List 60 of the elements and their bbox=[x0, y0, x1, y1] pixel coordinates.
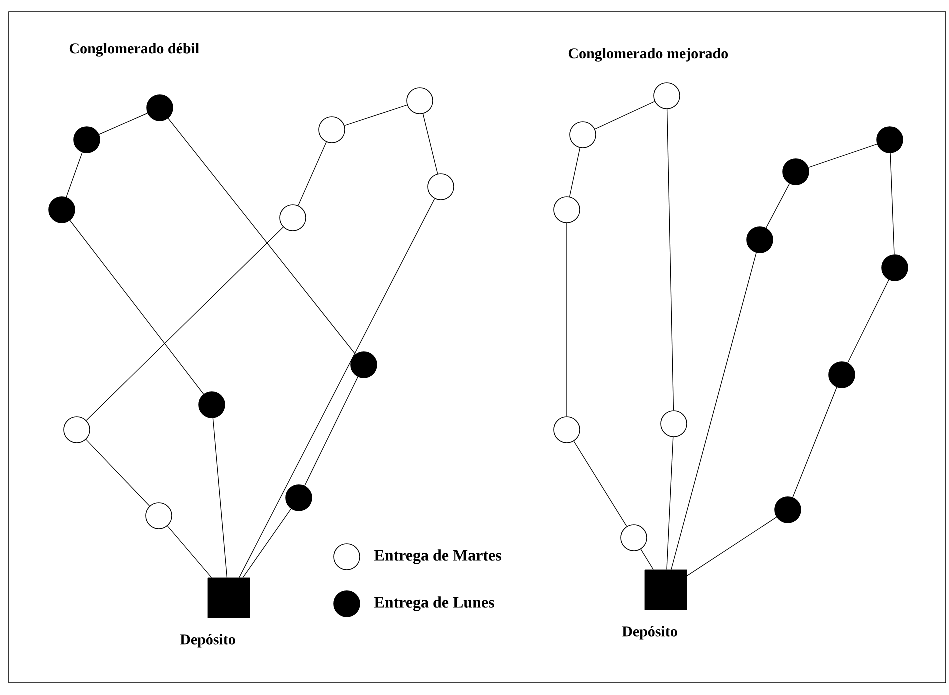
route-line bbox=[686, 517, 778, 576]
circle-marker bbox=[554, 196, 580, 224]
route-line bbox=[422, 114, 438, 174]
circle-marker bbox=[406, 88, 434, 114]
circle-marker bbox=[428, 174, 454, 200]
route-line bbox=[167, 526, 212, 578]
route-line bbox=[594, 101, 656, 130]
panel-title: Conglomerado mejorado bbox=[568, 48, 728, 62]
circle-marker bbox=[64, 416, 90, 444]
circle-marker bbox=[280, 204, 306, 232]
circle-marker bbox=[570, 122, 596, 148]
route-line bbox=[344, 104, 408, 126]
dot-marker bbox=[746, 226, 774, 254]
panel-title: Conglomerado débil bbox=[70, 43, 200, 57]
dot-marker bbox=[48, 196, 76, 224]
dot-marker bbox=[828, 362, 856, 388]
route-line bbox=[666, 437, 674, 570]
legend-label: Entrega de Lunes bbox=[374, 596, 494, 612]
route-line bbox=[239, 198, 436, 578]
dot-marker bbox=[286, 484, 312, 512]
dot-marker bbox=[782, 158, 810, 186]
route-line bbox=[808, 144, 878, 168]
route-line bbox=[66, 152, 83, 198]
route-line bbox=[242, 508, 292, 578]
circle-marker bbox=[660, 410, 688, 438]
route-line bbox=[671, 252, 757, 570]
dot-marker bbox=[882, 254, 908, 282]
route-line bbox=[212, 418, 228, 578]
depot-square bbox=[644, 570, 688, 610]
route-line bbox=[848, 280, 890, 364]
route-line bbox=[86, 227, 284, 421]
route-line bbox=[666, 109, 674, 411]
circle-marker bbox=[620, 524, 648, 552]
legend-label: Entrega de Martes bbox=[374, 550, 502, 564]
route-line bbox=[86, 439, 150, 507]
circle-marker bbox=[554, 416, 580, 444]
dot-marker bbox=[774, 496, 802, 524]
dot-marker bbox=[876, 126, 904, 154]
circle-marker bbox=[654, 82, 680, 110]
dot-marker bbox=[350, 352, 378, 378]
route-line bbox=[304, 376, 358, 486]
route-line bbox=[168, 118, 356, 355]
route-line bbox=[566, 223, 568, 417]
route-line bbox=[766, 184, 790, 228]
dot-marker bbox=[74, 126, 100, 154]
route-line bbox=[640, 549, 654, 570]
route-line bbox=[298, 142, 327, 206]
depot-label: Depósito bbox=[622, 626, 678, 640]
route-line bbox=[890, 153, 895, 255]
route-line bbox=[569, 148, 581, 198]
route-line bbox=[792, 387, 838, 498]
dot-marker bbox=[146, 94, 174, 122]
route-line bbox=[70, 220, 204, 395]
circle-marker bbox=[318, 116, 346, 144]
dot-marker bbox=[198, 392, 226, 418]
route-line bbox=[574, 441, 628, 527]
depot-square bbox=[208, 578, 250, 618]
route-line bbox=[98, 113, 148, 135]
depot-label: Depósito bbox=[180, 634, 236, 648]
circle-marker bbox=[146, 502, 172, 530]
